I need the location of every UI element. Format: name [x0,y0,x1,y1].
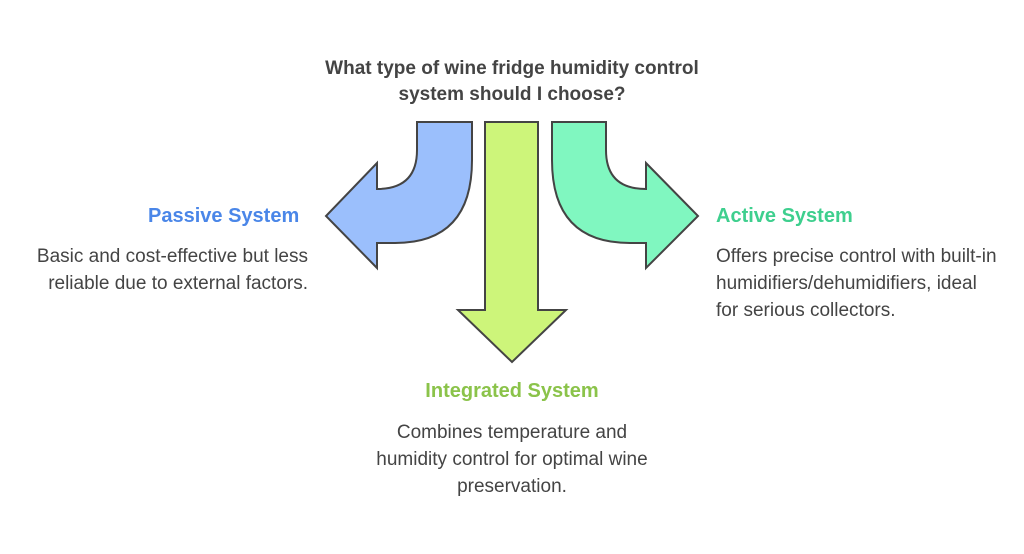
passive-description: Basic and cost-effective but less reliab… [36,246,308,294]
question-title: What type of wine fridge humidity contro… [325,58,699,105]
active-description: Offers precise control with built-in hum… [716,246,997,321]
integrated-description: Combines temperature and humidity contro… [376,422,648,497]
active-title: Active System [716,205,853,227]
active-arrow-icon [551,121,700,271]
passive-title: Passive System [148,205,300,227]
passive-arrow-icon [324,121,473,271]
integrated-arrow-icon [455,121,569,364]
integrated-title: Integrated System [425,380,599,402]
